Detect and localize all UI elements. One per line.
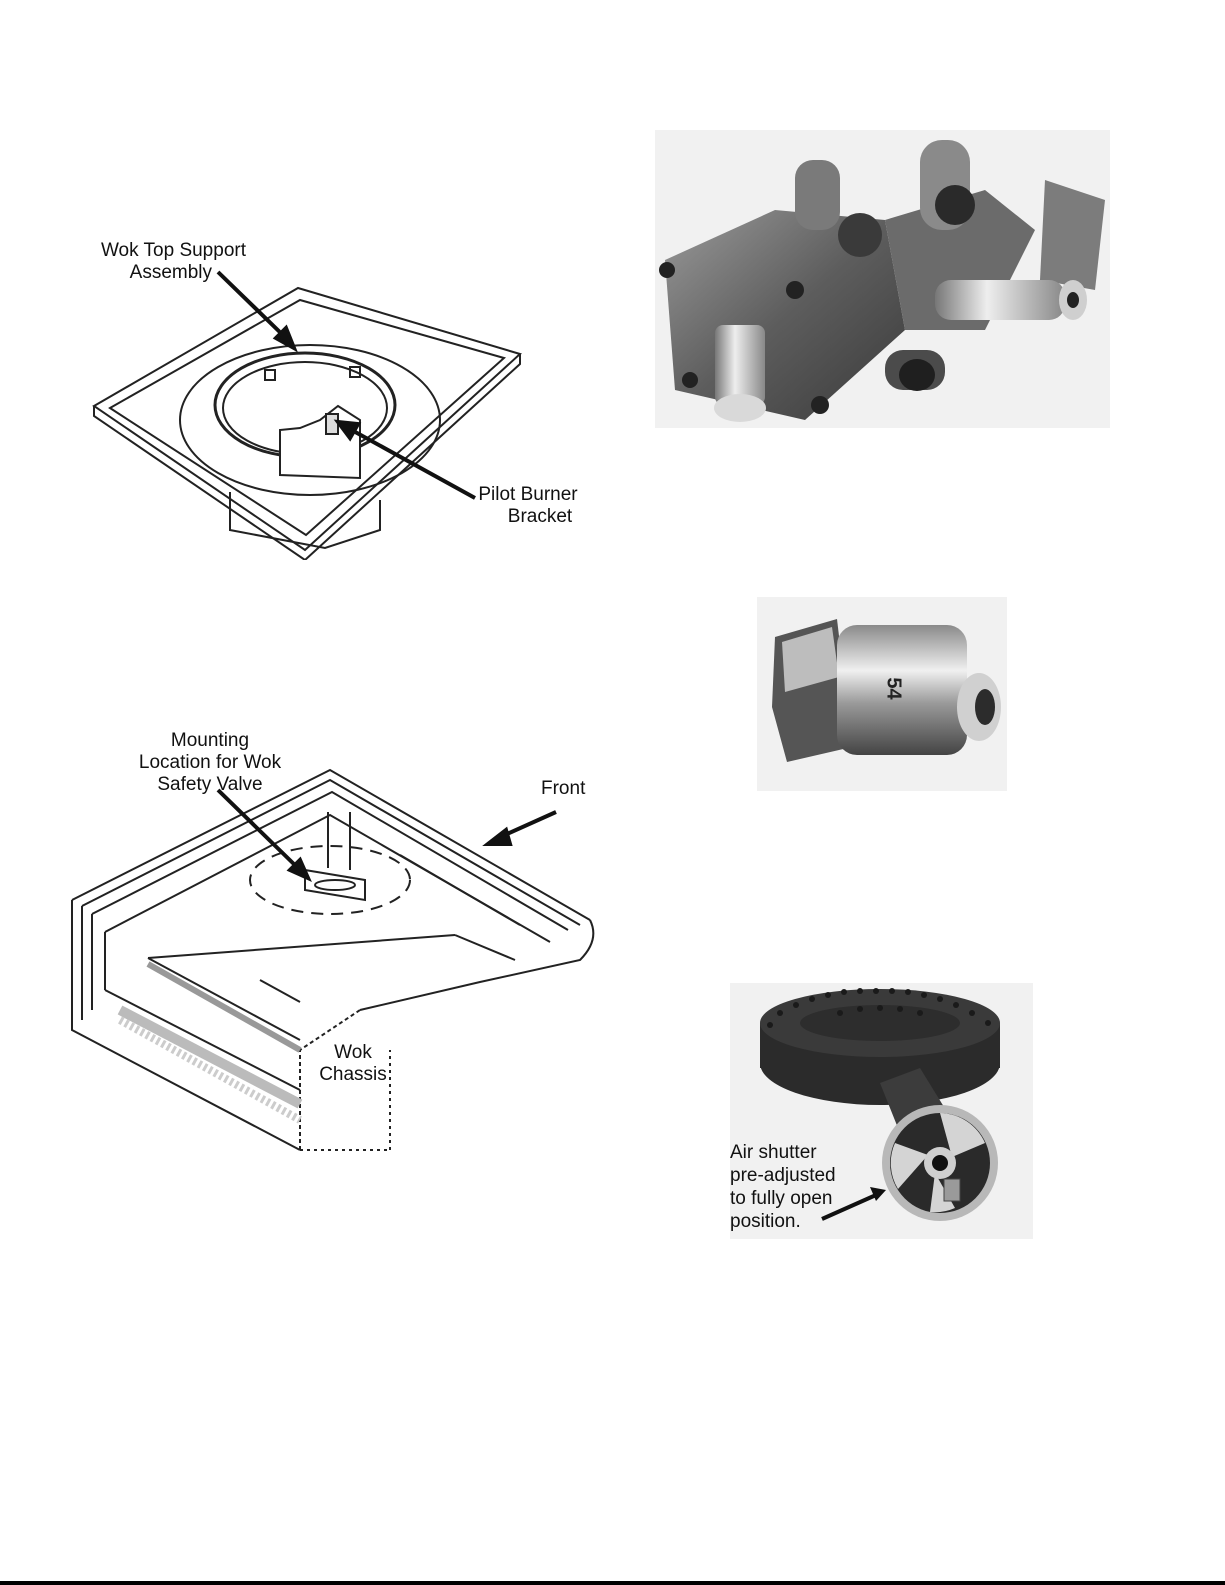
burner-photo: Air shutter pre-adjusted to fully open p… xyxy=(730,983,1033,1239)
wok-top-support-label: Wok Top Support Assembly xyxy=(86,240,246,284)
orifice-size-stamp: 54 xyxy=(882,677,905,699)
wok-top-support-figure: Wok Top Support Assembly Pilot Burner Br… xyxy=(80,230,610,560)
front-label: Front xyxy=(541,778,585,800)
air-shutter-arrow xyxy=(730,983,1033,1239)
gas-valve-photo xyxy=(655,130,1110,428)
wok-chassis-figure: Mounting Location for Wok Safety Valve F… xyxy=(60,720,610,1170)
page-bottom-rule xyxy=(0,1581,1225,1585)
wok-chassis-label: Wok Chassis xyxy=(308,1042,398,1086)
pilot-burner-bracket-label: Pilot Burner Bracket xyxy=(465,484,591,528)
orifice-photo: 54 xyxy=(757,597,1007,791)
mounting-location-label: Mounting Location for Wok Safety Valve xyxy=(115,730,305,796)
